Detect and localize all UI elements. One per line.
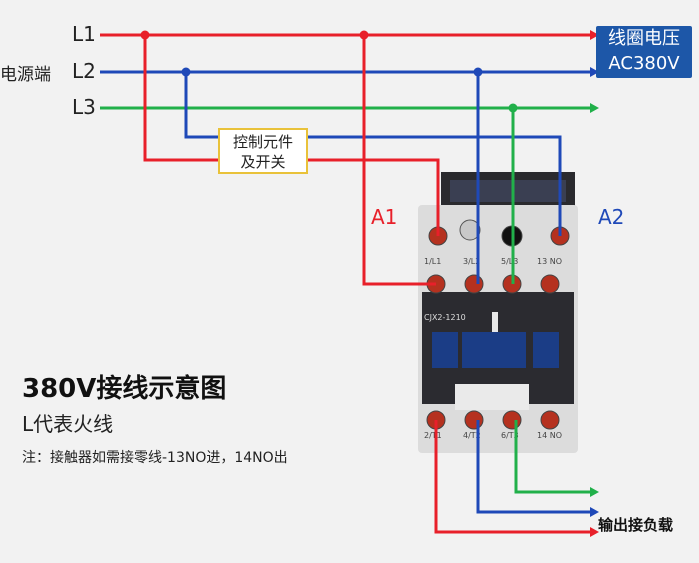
diagram-note: 注：接触器如需接零线-13NO进，14NO出	[22, 450, 288, 466]
terminal-label-2: 2/T1	[424, 431, 442, 440]
coil-voltage-title: 线圈电压	[608, 28, 680, 49]
output-red-wire	[434, 420, 590, 534]
control-switch-box: 控制元件 及开关	[218, 128, 308, 174]
phase-label-l3: L3	[72, 95, 96, 119]
terminal-label-14no: 14 NO	[537, 431, 562, 440]
output-blue-arrow	[590, 507, 599, 517]
terminal-label-1: 1/L1	[424, 257, 441, 266]
control-box-line2: 及开关	[240, 153, 286, 171]
output-red-arrow	[590, 527, 599, 537]
phase-label-l2: L2	[72, 59, 96, 83]
contactor: CJX2-1210	[418, 172, 578, 453]
coil-terminal-a1-label: A1	[371, 205, 398, 229]
phase-l2-arrow	[590, 67, 599, 77]
terminal-label-13no: 13 NO	[537, 257, 562, 266]
control-red-wire	[143, 35, 218, 162]
l1-to-terminal-1-wire	[362, 35, 436, 286]
terminal-label-6: 6/T3	[501, 431, 519, 440]
terminal-l2-screw	[464, 274, 484, 294]
terminal-3-screw	[459, 219, 481, 241]
contactor-model: CJX2-1210	[424, 313, 466, 322]
phase-l1-arrow	[590, 30, 599, 40]
terminal-label-3: 3/L2	[463, 257, 480, 266]
coil-voltage-value: AC380V	[608, 53, 680, 74]
junction-dot	[473, 67, 483, 77]
terminal-screws	[426, 219, 570, 430]
terminal-label-4: 4/T2	[463, 431, 481, 440]
junction-dot	[140, 30, 150, 40]
source-label: 电源端	[0, 65, 51, 85]
terminal-13no-screw	[540, 274, 560, 294]
coil-voltage-box: 线圈电压 AC380V	[596, 26, 692, 78]
control-box-line1: 控制元件	[232, 133, 293, 151]
output-blue-wire	[476, 420, 590, 514]
junction-dot	[508, 103, 518, 113]
terminal-label-5: 5/L3	[501, 257, 518, 266]
output-green-arrow	[590, 487, 599, 497]
phase-l3-arrow	[590, 103, 599, 113]
diagram-subtitle: L代表火线	[22, 412, 114, 436]
phase-label-l1: L1	[72, 22, 96, 46]
output-green-wire	[514, 420, 590, 494]
junction-dot	[359, 30, 369, 40]
terminal-4-screw	[464, 410, 484, 430]
control-blue-wire	[184, 72, 218, 139]
junction-dot	[181, 67, 191, 77]
coil-terminal-a2-label: A2	[598, 205, 625, 229]
terminal-14no-screw	[540, 410, 560, 430]
control-red-to-a1-wire	[308, 158, 440, 236]
control-blue-to-a2-wire	[308, 135, 562, 236]
diagram-title: 380V接线示意图	[22, 374, 227, 404]
output-load-label: 输出接负载	[598, 516, 674, 534]
terminal-6-screw	[502, 410, 522, 430]
